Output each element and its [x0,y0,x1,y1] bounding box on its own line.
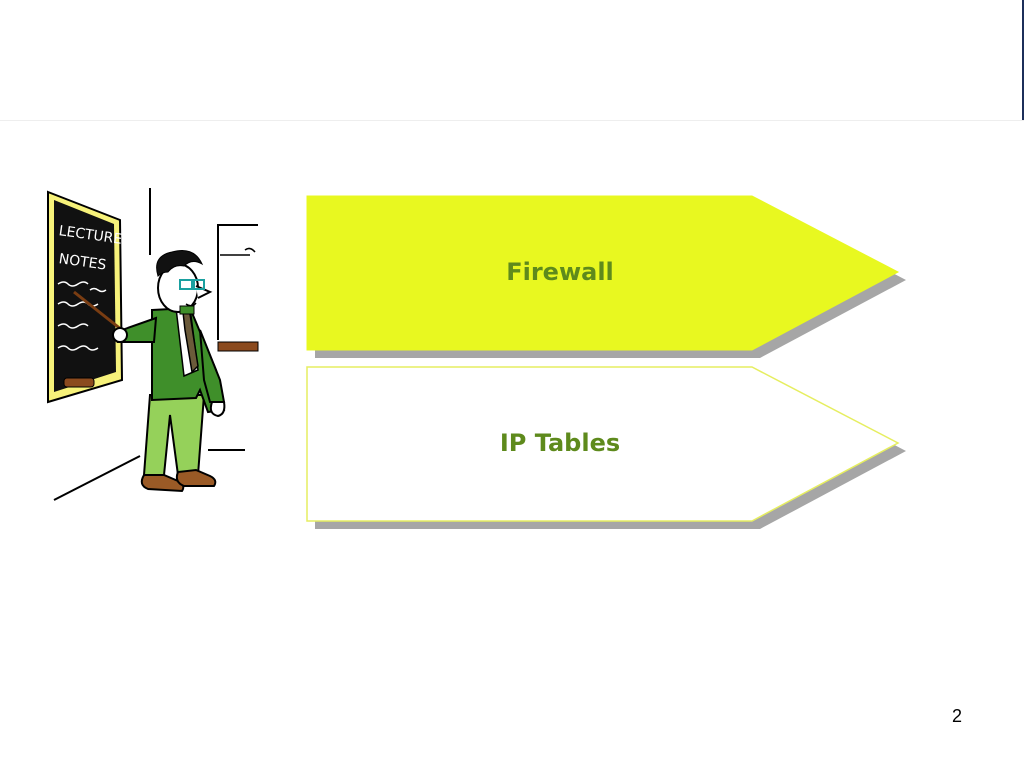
agenda-item-label-ip-tables: IP Tables [499,429,621,457]
agenda-item-ip-tables: IP Tables [300,361,920,531]
agenda-item-firewall: Firewall [300,190,920,360]
board-text-2: NOTES [58,251,108,274]
header-band [0,0,1024,121]
page-number: 2 [951,706,962,726]
teacher-at-blackboard-icon: LECTURE NOTES [47,188,259,501]
arrow-shape-ip-tables [306,366,906,529]
agenda-item-label-firewall: Firewall [506,258,614,286]
arrow-shape-firewall [306,195,906,358]
header-edge-line [1022,0,1024,120]
